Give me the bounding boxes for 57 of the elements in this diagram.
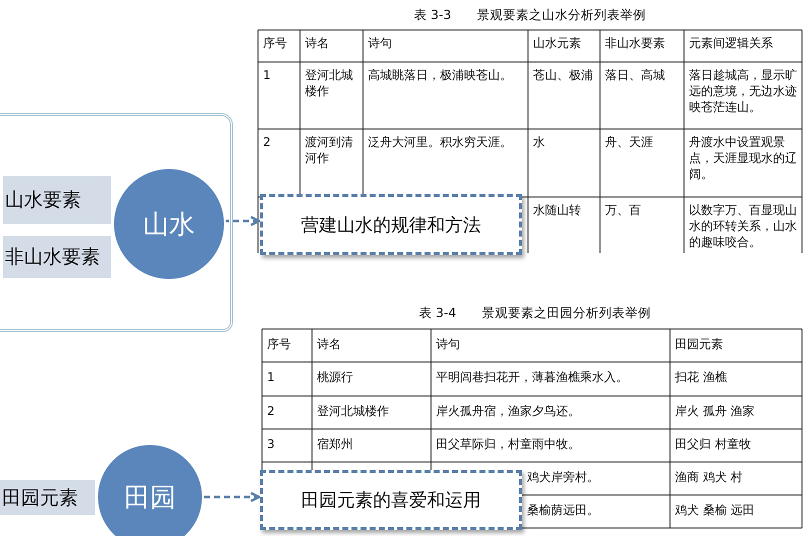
node-label: 田园元素的喜爱和运用 [301,489,481,512]
table-title: 表 3-4 景观要素之田园分析列表举例 [418,305,652,322]
table-text: 1 [266,370,276,386]
table-header: 序号 [266,337,292,353]
table-text: 2 [262,135,272,151]
node-label: 田园 [124,482,176,514]
table-text: 2 [266,404,276,420]
table-title: 表 3-3 景观要素之山水分析列表举例 [414,7,646,24]
table-header: 非山水要素 [604,36,666,52]
table-text: 渔商 鸡犬 村 [674,470,744,486]
table-text: 桑榆荫远田。 [526,503,600,519]
table-text: 岸火孤舟宿，渔家夕鸟还。 [435,404,581,420]
node-label: 山水 [143,208,195,242]
table-text: 鸡犬 桑榆 远田 [674,503,756,519]
table-text: 3 [266,437,276,453]
table-header: 诗名 [304,36,330,52]
dashed-arrow [204,492,260,502]
table-text: 桃源行 [316,370,354,386]
table-text: 登河北城楼作 [304,68,354,100]
group-frame [0,113,233,332]
table-text: 渡河到清河作 [304,135,354,167]
table-text: 落日、高城 [604,68,666,84]
table-text: 水 [532,135,546,151]
table-text: 舟渡水中设置观景点，天涯显现水的辽阔。 [688,135,798,182]
table-text: 万、百 [604,203,642,219]
table-text: 扫花 渔樵 [674,370,728,386]
table-text: 登河北城楼作 [316,404,390,420]
table-text: 落日趁城高，显示旷远的意境，无边水迹映苍茫连山。 [688,68,798,116]
table-text: 水随山转 [532,203,582,219]
table-header: 诗句 [367,36,393,52]
table-text: 以数字万、百显现山水的环转关系，山水的趣味咬合。 [688,203,798,250]
table-header: 田园元素 [674,337,724,353]
category-bar [3,236,111,278]
dashed-text-box [260,194,522,255]
table-text: 岸火 孤舟 渔家 [674,404,756,420]
node-label: 营建山水的规律和方法 [301,214,481,236]
dashed-text-box [260,470,522,530]
category-bar [3,176,111,224]
table-header: 诗名 [316,337,342,353]
table-text: 高城眺落日，极浦映苍山。 [367,68,513,84]
table-header: 元素间逻辑关系 [688,36,774,52]
node-label: 非山水要素 [5,245,100,270]
node-label: 田园元素 [2,486,78,510]
table-text: 宿郑州 [316,437,354,453]
table-text: 1 [262,68,272,84]
table-text: 舟、天涯 [604,135,654,151]
table-text: 鸡犬岸旁村。 [526,470,600,486]
table-text: 泛舟大河里。积水穷天涯。 [367,135,513,151]
table-header: 山水元素 [532,36,582,52]
node-label: 山水要素 [5,188,81,213]
table-text: 平明闾巷扫花开，薄暮渔樵乘水入。 [435,370,629,386]
table-header: 诗句 [435,337,461,353]
table-text: 田父归 村童牧 [674,437,752,453]
table-header: 序号 [262,36,288,52]
table-text: 苍山、极浦 [532,68,594,84]
category-bar [0,480,95,515]
table-text: 田父草际归，村童雨中牧。 [435,437,581,453]
